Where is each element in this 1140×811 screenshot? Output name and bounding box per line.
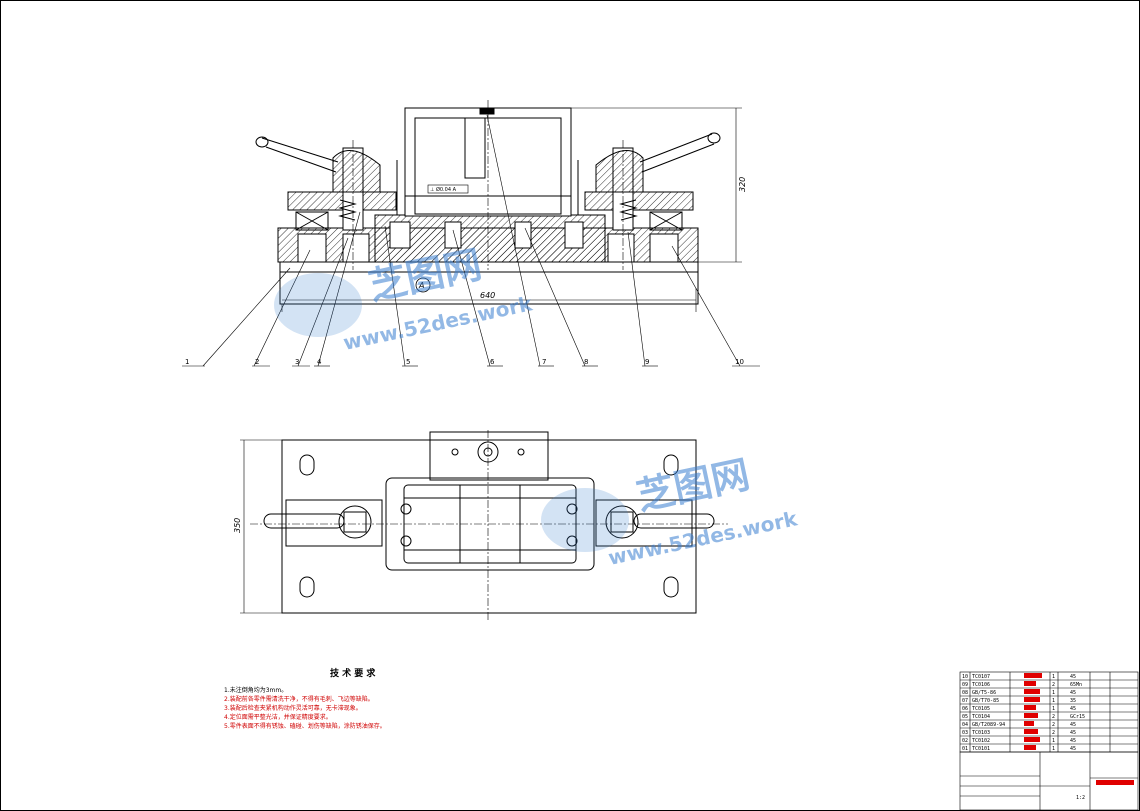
bom-cell-mat: 35 (1070, 698, 1076, 704)
callout-4: 4 (317, 358, 322, 366)
bom-cell-no: 02 (962, 738, 968, 744)
callout-9: 9 (645, 358, 649, 366)
tech-item-3: 3.装配后检查夹紧机构动作灵活可靠，无卡滞现象。 (224, 704, 362, 712)
callout-10: 10 (735, 358, 744, 366)
bom-highlights (1024, 673, 1134, 785)
bom-cell-code: TC0107 (972, 674, 990, 680)
callout-2: 2 (255, 358, 259, 366)
bom-cell-qty: 2 (1052, 722, 1055, 728)
callout-5: 5 (406, 358, 410, 366)
bom-cell-mat: 45 (1070, 730, 1076, 736)
bom-cell-qty: 1 (1052, 690, 1055, 696)
top-view (240, 430, 728, 620)
bom-cell-qty: 1 (1052, 746, 1055, 752)
bom-cell-qty: 1 (1052, 674, 1055, 680)
watermark-2: 芝图网 www.52des.work (541, 452, 800, 570)
bom-cell-mat: GCr15 (1070, 714, 1085, 720)
datum-marker: A (418, 281, 424, 290)
bom-cell-mat: 65Mn (1070, 682, 1082, 688)
bom-cell-no: 03 (962, 730, 968, 736)
callout-6: 6 (490, 358, 495, 366)
bom-cell-qty: 1 (1052, 706, 1055, 712)
bom-cell-qty: 2 (1052, 682, 1055, 688)
bom-cell-no: 10 (962, 674, 968, 680)
tech-item-4: 4.定位面需平整光洁，并保证精度要求。 (224, 713, 332, 721)
watermark-url-2: www.52des.work (606, 506, 800, 570)
callout-3: 3 (295, 358, 299, 366)
bom-scale: 1:2 (1076, 795, 1085, 801)
bom-cell-qty: 1 (1052, 698, 1055, 704)
tech-item-2: 2.装配前各零件需清洗干净，不得有毛刺、飞边等缺陷。 (224, 695, 374, 703)
bom-cell-code: GB/T2089-94 (972, 722, 1005, 728)
bom-cell-code: TC0106 (972, 682, 990, 688)
tech-item-1: 1.未注倒角均为3mm。 (224, 686, 287, 694)
bom-cell-code: TC0102 (972, 738, 990, 744)
bom-cell-code: GB/T70-85 (972, 698, 999, 704)
bom-cell-no: 01 (962, 746, 968, 752)
bom-table (959, 671, 1139, 811)
bom-cell-code: TC0103 (972, 730, 990, 736)
front-view (182, 100, 760, 367)
bom-cell-code: TC0101 (972, 746, 990, 752)
bom-cell-no: 06 (962, 706, 968, 712)
bom-cell-no: 04 (962, 722, 968, 728)
dim-front-height: 320 (738, 177, 747, 192)
bom-cell-mat: 45 (1070, 738, 1076, 744)
bom-cell-mat: 45 (1070, 690, 1076, 696)
bom-cell-qty: 1 (1052, 738, 1055, 744)
tech-item-5: 5.零件表面不得有锈蚀、磕碰、划伤等缺陷，涂防锈油保存。 (224, 722, 386, 730)
bom-cell-code: TC0104 (972, 714, 990, 720)
watermark-brand-2: 芝图网 (633, 452, 754, 519)
callout-7: 7 (542, 358, 546, 366)
bom-cell-code: GB/T5-86 (972, 690, 996, 696)
bom-cell-no: 05 (962, 714, 968, 720)
bom-cell-no: 08 (962, 690, 968, 696)
bom-cell-no: 07 (962, 698, 968, 704)
bom-cell-mat: 45 (1070, 722, 1076, 728)
bom-cell-mat: 45 (1070, 746, 1076, 752)
tolerance-frame-text: ⊥ Ø0.04 A (430, 186, 457, 193)
bom-cell-code: TC0105 (972, 706, 990, 712)
dim-front-width: 640 (480, 291, 495, 300)
bom-cell-qty: 2 (1052, 730, 1055, 736)
bom-cell-qty: 2 (1052, 714, 1055, 720)
tech-requirements: 技 术 要 求 1.未注倒角均为3mm。 2.装配前各零件需清洗干净，不得有毛刺… (224, 667, 386, 730)
tech-title: 技 术 要 求 (330, 667, 376, 679)
bom-cell-mat: 45 (1070, 706, 1076, 712)
callout-1: 1 (185, 358, 189, 366)
callout-8: 8 (584, 358, 588, 366)
bom-cell-mat: 45 (1070, 674, 1076, 680)
bom-cell-no: 09 (962, 682, 968, 688)
dim-top-height: 350 (233, 518, 242, 533)
callout-labels: 1 2 3 4 5 6 7 8 9 10 (185, 358, 744, 366)
